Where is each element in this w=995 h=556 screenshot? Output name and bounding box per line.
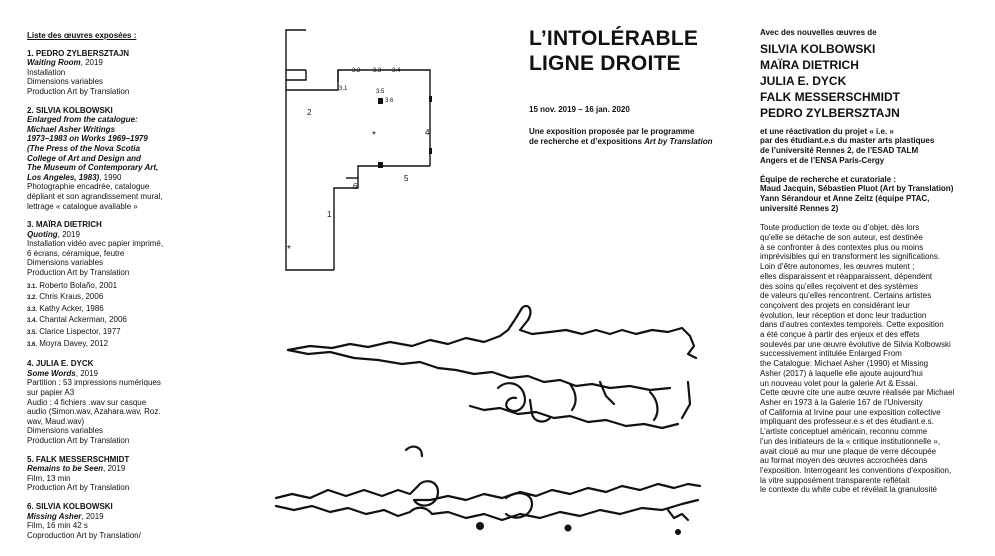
work-title: Enlarged from the catalogue: Michael Ash… [27,115,159,182]
plan-label: * [372,130,376,141]
plan-label: 5 [404,174,409,183]
plan-label: 3.3 [373,68,382,74]
header: L’INTOLÉRABLE LIGNE DROITE 15 nov. 2019 … [529,26,729,147]
work-title: Remains to be Seen [27,464,104,474]
plan-label: 3.6 [385,98,394,104]
team-members: Maud Jacquin, Sébastien Pluot (Art by Tr… [760,184,954,213]
work-details: Photographie encadrée, catalogue déplian… [27,182,163,211]
work-item: 1. PEDRO ZYLBERSZTAJN Waiting Room, 2019… [27,49,252,97]
work-year: , 1990 [99,172,122,182]
plan-label: 6 [353,182,358,191]
works-list-title: Liste des œuvres exposées : [27,31,137,40]
subitem: 3.6. Moyra Davey, 2012 [27,338,109,348]
artists-list: SILVIA KOLBOWSKI MAÏRA DIETRICH JULIA E.… [760,41,988,121]
work-item: 5. FALK MESSERSCHMIDT Remains to be Seen… [27,455,252,493]
floor-plan-outline [285,29,432,271]
work-details: Partition : 53 impressions numériques su… [27,378,161,445]
subitem: 3.2. Chris Kraus, 2006 [27,292,104,302]
work-title: Waiting Room [27,58,81,68]
plan-label: 3.4 [392,68,401,74]
work-details: Film, 16 min 42 s Coproduction Art by Tr… [27,521,141,540]
artist-name: JULIA E. DYCK [760,73,847,88]
work-details: Film, 13 min Production Art by Translati… [27,473,130,493]
subitem: 3.4. Chantal Ackerman, 2006 [27,315,127,325]
work-artist: 3. MAÏRA DIETRICH [27,220,102,230]
team-heading: Équipe de recherche et curatoriale : [760,174,897,184]
work-year: , 2019 [103,464,126,474]
work-year: , 2019 [75,368,98,378]
plan-label: 2 [307,108,312,117]
work-subitems: 3.1. Roberto Bolaño, 2001 3.2. Chris Kra… [27,281,252,351]
plan-label: 1 [327,210,332,219]
artist-name: SILVIA KOLBOWSKI [760,41,876,56]
work-details: Installation vidéo avec papier imprimé, … [27,239,164,278]
artist-name: MAÏRA DIETRICH [760,57,859,72]
work-item: 2. SILVIA KOLBOWSKI Enlarged from the ca… [27,106,252,212]
line-drawing-artwork [274,304,702,535]
work-artist: 6. SILVIA KOLBOWSKI [27,501,113,511]
subitem: 3.5. Clarice Lispector, 1977 [27,327,121,337]
work-title: Some Words [27,368,76,378]
exhibition-title: L’INTOLÉRABLE LIGNE DROITE [529,27,699,75]
artist-name: FALK MESSERSCHMIDT [760,89,901,104]
artists-intro: Avec des nouvelles œuvres de [760,28,877,37]
works-list: Liste des œuvres exposées : 1. PEDRO ZYL… [27,31,252,549]
work-artist: 5. FALK MESSERSCHMIDT [27,454,130,464]
work-title: Missing Asher [27,511,82,521]
subitem: 3.1. Roberto Bolaño, 2001 [27,280,118,290]
work-title: Quoting [27,229,58,239]
plan-label: 3.5 [376,89,385,95]
subitem: 3.3. Kathy Acker, 1986 [27,303,104,313]
work-artist: 2. SILVIA KOLBOWSKI [27,105,113,115]
plan-label: 3.2 [352,68,361,74]
work-item: 3. MAÏRA DIETRICH Quoting, 2019 Installa… [27,220,252,350]
exhibition-program: Une exposition proposée par le programme… [529,127,713,146]
work-artist: 4. JULIA E. DYCK [27,359,94,369]
work-item: 6. SILVIA KOLBOWSKI Missing Asher, 2019 … [27,502,252,540]
work-item: 4. JULIA E. DYCK Some Words, 2019 Partit… [27,359,252,445]
artist-name: PEDRO ZYLBERSZTAJN [760,105,900,120]
right-column: Avec des nouvelles œuvres de SILVIA KOLB… [760,28,988,495]
floor-plan: 3.2 3.3 3.4 3.1 2 3.5 3.6 * 4 5 6 1 * [282,26,442,276]
work-artist: 1. PEDRO ZYLBERSZTAJN [27,48,130,58]
work-year: , 2019 [81,511,104,521]
plan-label: 3.1 [339,86,348,92]
plan-label: 4 [425,128,430,137]
work-year: , 2019 [80,58,103,68]
program-name: Art by Translation [644,136,713,146]
exhibition-description: Toute production de texte ou d’objet, dè… [760,223,955,495]
reactivation-text: et une réactivation du projet « i.e. » p… [760,126,935,165]
plan-label: * [287,244,291,255]
work-year: , 2019 [57,229,80,239]
work-details: Installation Dimensions variables Produc… [27,67,130,96]
exhibition-dates: 15 nov. 2019 – 16 jan. 2020 [529,105,630,114]
